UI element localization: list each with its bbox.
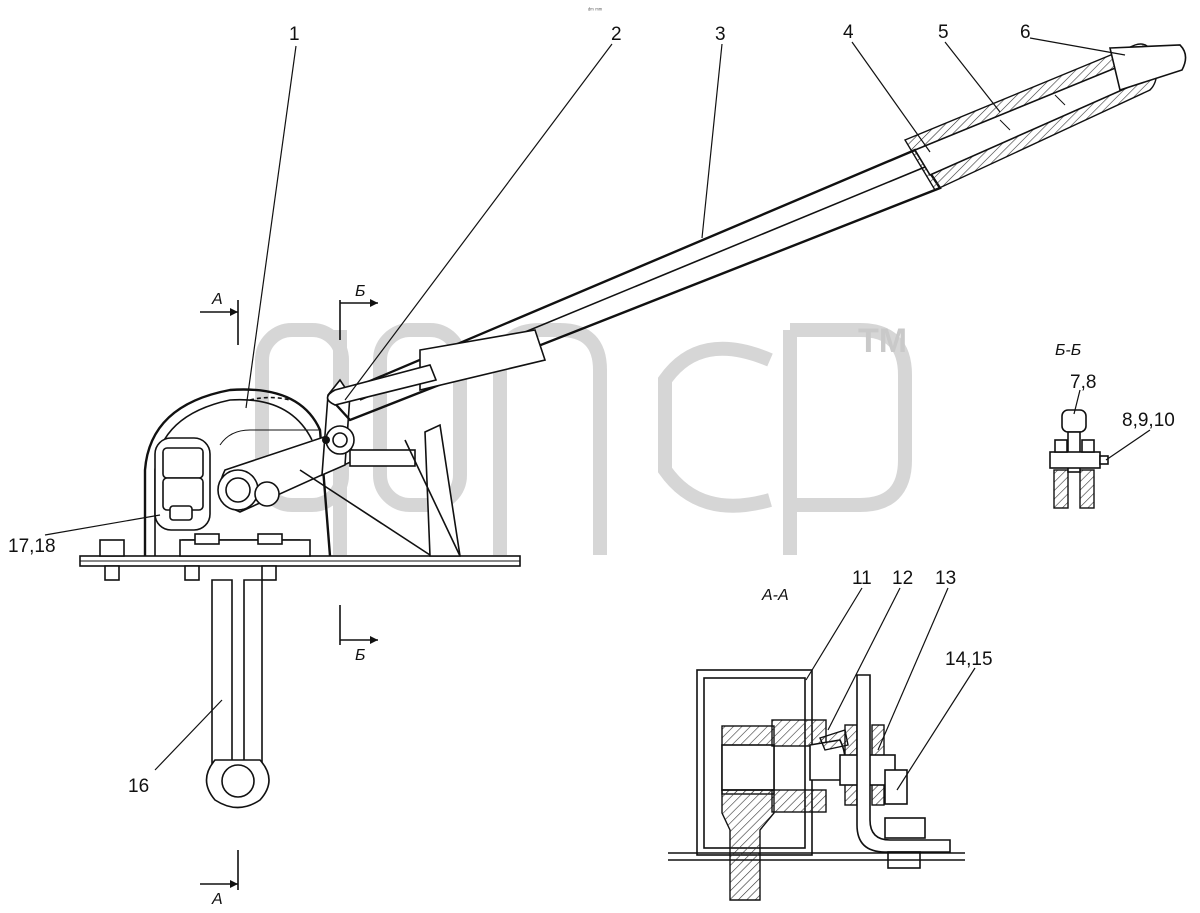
label-part-13: 13	[935, 568, 956, 589]
label-part-8-9-10: 8,9,10	[1122, 410, 1175, 431]
label-part-4: 4	[843, 22, 854, 43]
section-a-bottom: А	[211, 891, 223, 908]
watermark-logo	[255, 323, 912, 555]
section-b-top: Б	[355, 283, 365, 300]
label-part-1: 1	[289, 24, 300, 45]
lever-arm-part-3	[326, 148, 942, 422]
clip-bracket	[154, 437, 211, 531]
part-labels: 1 2 3 4 5 6 7,8 8,9,10 11 12 13 14,15 16…	[8, 22, 1175, 797]
label-part-6: 6	[1020, 22, 1031, 43]
section-labels: А Б Б А Б-Б А-А	[211, 283, 1081, 908]
label-part-16: 16	[128, 776, 149, 797]
section-view-aa	[668, 669, 965, 901]
support-web	[404, 423, 461, 557]
label-part-5: 5	[938, 22, 949, 43]
base-plate	[79, 555, 521, 567]
pawl-latch	[299, 378, 431, 556]
label-part-14-15: 14,15	[945, 649, 993, 670]
section-marks	[200, 299, 378, 890]
handle-grip	[903, 43, 1187, 191]
section-a-top: А	[211, 291, 223, 308]
label-part-2: 2	[611, 24, 622, 45]
ratchet-lever-plate	[217, 428, 356, 513]
label-part-12: 12	[892, 568, 913, 589]
section-view-bb	[1049, 409, 1109, 509]
leader-lines	[44, 37, 1151, 791]
label-part-17-18: 17,18	[8, 536, 56, 557]
label-part-3: 3	[715, 24, 726, 45]
label-part-11: 11	[852, 568, 872, 589]
base-bolts	[99, 533, 283, 581]
section-b-bottom: Б	[355, 647, 365, 664]
tie-rod-part-16	[205, 579, 270, 809]
view-aa-title: А-А	[761, 587, 789, 604]
trademark-symbol: TM	[858, 322, 907, 360]
label-part-7-8: 7,8	[1070, 372, 1096, 393]
view-bb-title: Б-Б	[1055, 342, 1081, 359]
top-note: ᵈᵐ ᵐᵐ	[588, 7, 603, 14]
